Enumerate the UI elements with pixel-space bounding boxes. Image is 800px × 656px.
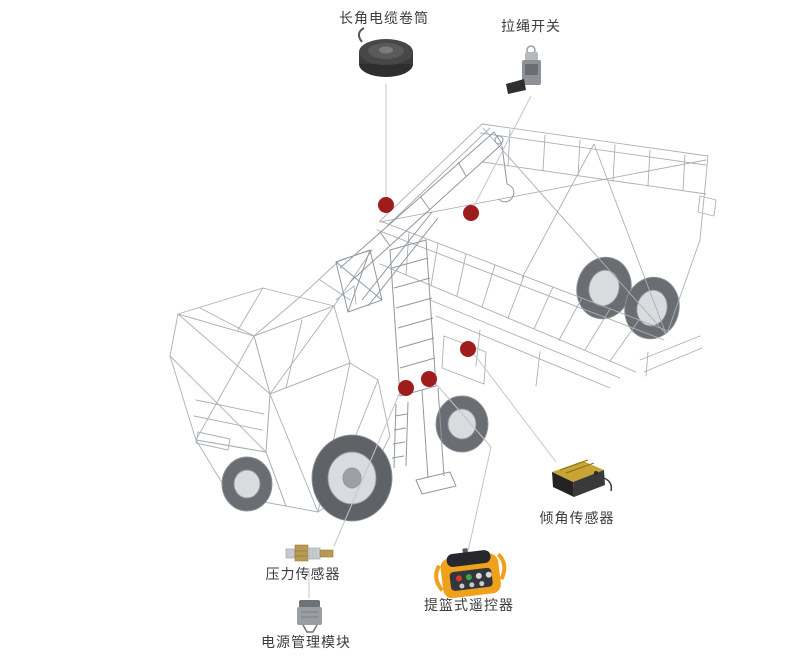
position-markers <box>378 197 479 396</box>
cable-reel-icon <box>358 27 413 77</box>
label-pull-switch: 拉绳开关 <box>501 19 561 35</box>
marker-cable-reel <box>378 197 394 213</box>
label-cable-reel: 长角电缆卷筒 <box>339 11 429 27</box>
pull-rope-switch-icon <box>506 45 541 94</box>
leader-lines <box>308 84 557 598</box>
marker-pressure-sensor <box>398 380 414 396</box>
remote-control-icon <box>434 548 507 599</box>
marker-pull-switch <box>463 205 479 221</box>
truck-crane <box>335 131 515 495</box>
truck-cargo-bed <box>376 123 717 389</box>
marker-power-module <box>421 371 437 387</box>
leader-tilt-sensor <box>473 353 557 463</box>
truck-wheels <box>221 256 680 522</box>
pressure-sensor-icon <box>285 544 334 562</box>
truck-cab <box>169 249 391 513</box>
label-tilt-sensor: 倾角传感器 <box>539 511 615 527</box>
label-pressure-sensor: 压力传感器 <box>265 567 341 583</box>
power-module-icon <box>297 600 322 633</box>
tilt-sensor-icon <box>552 459 613 497</box>
leader-pull-switch <box>473 95 532 207</box>
marker-tilt-sensor <box>460 341 476 357</box>
label-remote-control: 提篮式遥控器 <box>424 598 514 614</box>
label-power-module: 电源管理模块 <box>261 635 351 651</box>
leader-pressure-sensor <box>333 391 401 547</box>
leader-remote-control <box>436 384 492 557</box>
truck-wireframe-illustration <box>169 123 717 522</box>
